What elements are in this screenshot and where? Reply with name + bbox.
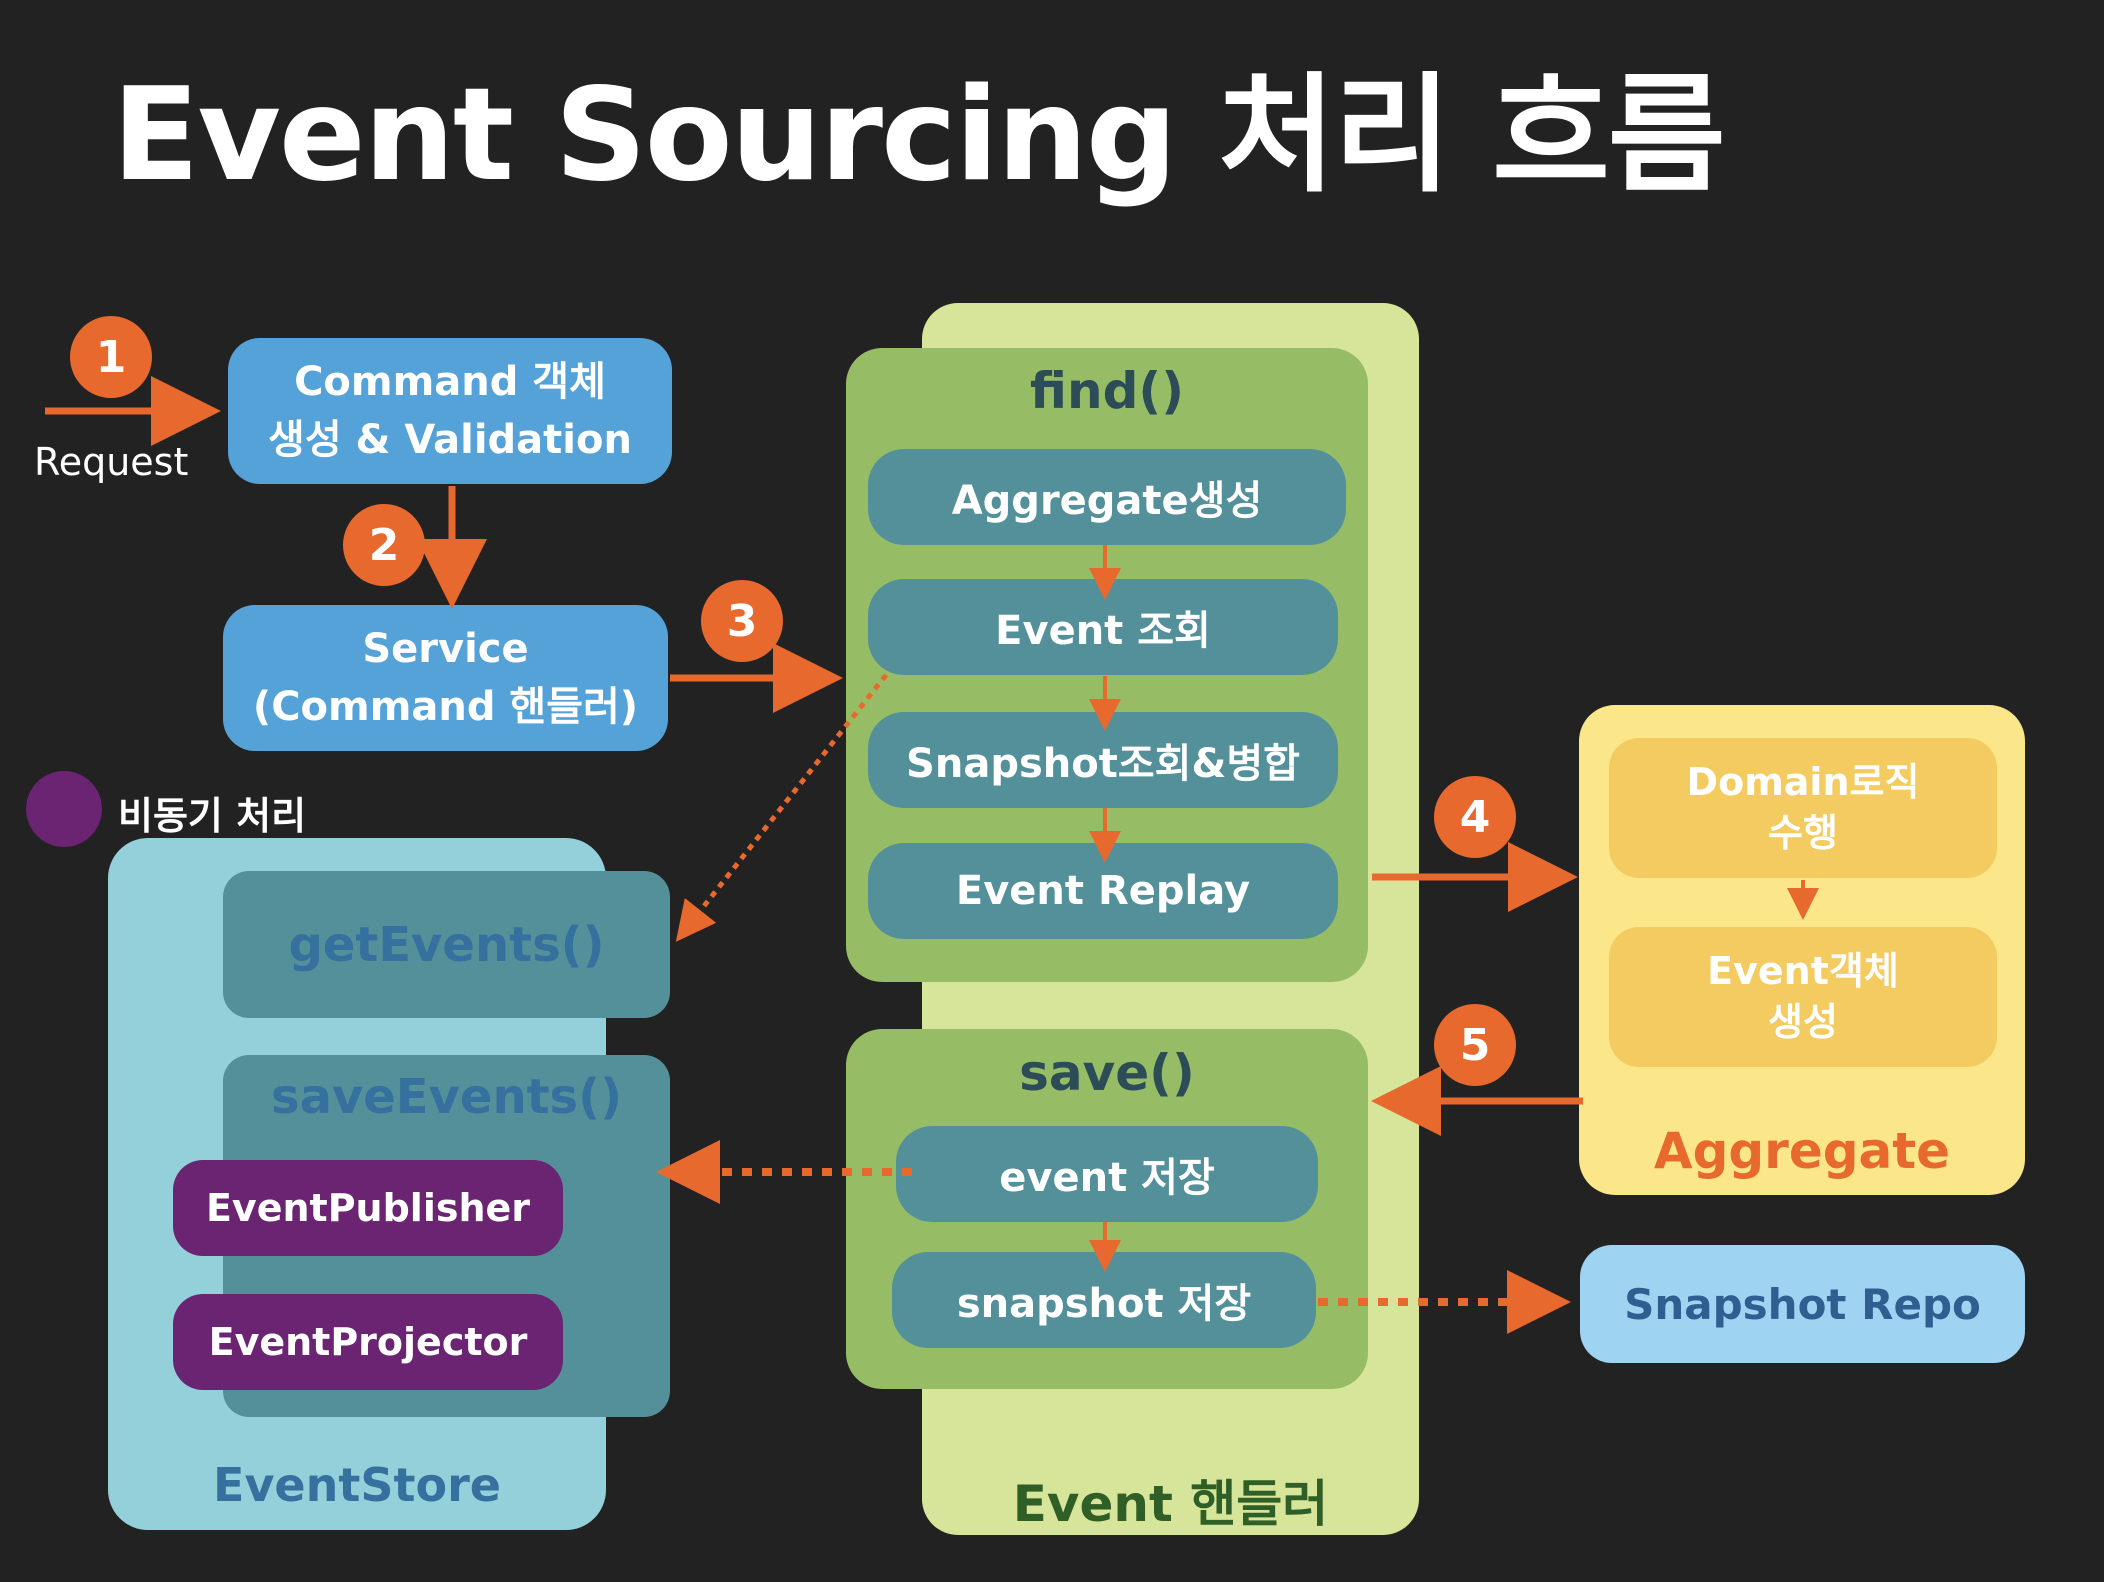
legend-label: 비동기 처리: [118, 794, 307, 838]
find-step-event-lookup: Event 조회: [868, 579, 1338, 675]
step-badge-2: 2: [343, 504, 425, 586]
find-step-aggregate: Aggregate생성: [868, 449, 1346, 545]
aggregate-title: Aggregate: [1653, 1122, 1951, 1180]
domain-logic-line1: Domain로직: [1686, 759, 1920, 804]
domain-logic-box: Domain로직 수행: [1609, 738, 1997, 878]
event-object-box: Event객체 생성: [1609, 927, 1997, 1067]
event-projector-box: EventProjector: [173, 1294, 563, 1390]
event-publisher-box: EventPublisher: [173, 1160, 563, 1256]
arrow-dotted-get-events: [675, 673, 888, 942]
page-title: Event Sourcing 처리 흐름: [112, 61, 1726, 210]
save-step-event: event 저장: [896, 1126, 1318, 1222]
snapshot-repo-box: Snapshot Repo: [1580, 1245, 2025, 1363]
step-badge-3: 3: [701, 580, 783, 662]
command-box: Command 객체 생성 & Validation: [228, 338, 672, 484]
legend-swatch: [26, 771, 102, 847]
get-events-box: getEvents(): [223, 871, 670, 1018]
save-step-snapshot: snapshot 저장: [892, 1252, 1316, 1348]
service-box: Service (Command 핸들러): [223, 605, 668, 751]
request-label: Request: [34, 440, 189, 484]
event-store-title: EventStore: [213, 1458, 501, 1512]
find-step-replay: Event Replay: [868, 843, 1338, 939]
command-box-line1: Command 객체: [294, 359, 606, 405]
step-badge-5: 5: [1434, 1004, 1516, 1086]
event-object-line2: 생성: [1768, 1000, 1838, 1044]
event-object-line1: Event객체: [1707, 948, 1899, 993]
event-handler-title: Event 핸들러: [1012, 1475, 1329, 1533]
get-events-label: getEvents(): [288, 916, 605, 973]
domain-logic-line2: 수행: [1768, 811, 1838, 855]
save-events-label: saveEvents(): [271, 1069, 622, 1125]
command-box-line2: 생성 & Validation: [268, 417, 632, 463]
save-title: save(): [1019, 1044, 1195, 1102]
step-badge-1: 1: [70, 316, 152, 398]
service-box-line2: (Command 핸들러): [252, 684, 639, 730]
service-box-line1: Service: [362, 626, 529, 672]
step-badge-4: 4: [1434, 776, 1516, 858]
find-title: find(): [1029, 362, 1185, 420]
